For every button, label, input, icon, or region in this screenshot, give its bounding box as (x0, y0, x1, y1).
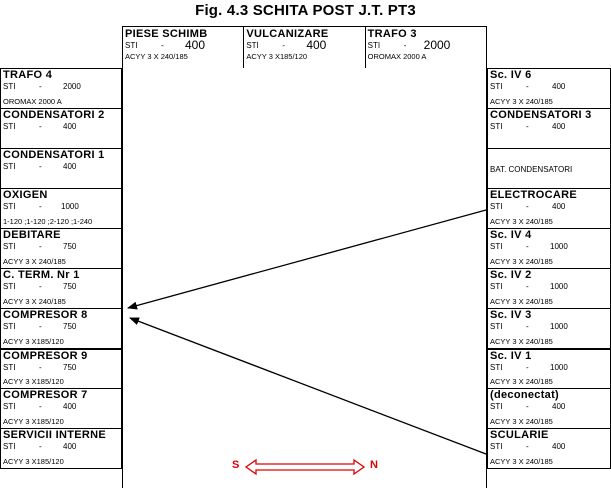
panel-compresor-9: COMPRESOR 9 STI-750 ACYY 3 X185/120 (0, 348, 122, 389)
panel-name: PIESE SCHIMB (125, 28, 208, 40)
panel-name: OXIGEN (3, 189, 48, 201)
panel-sti: STI-1000 (490, 363, 568, 372)
panel-servicii-interne: SERVICII INTERNE STI-400 ACYY 3 X185/120 (0, 428, 122, 469)
panel-sti: STI-400 (3, 122, 77, 131)
panel-name: TRAFO 4 (3, 69, 53, 81)
panel-sti: STI-750 (3, 242, 77, 251)
panel-piese-schimb: PIESE SCHIMB STI-400 ACYY 3 X 240/185 (122, 26, 245, 68)
panel-sc-iv-2: Sc. IV 2 STI-1000 ACYY 3 X 240/185 (487, 268, 611, 309)
top-panel-row: PIESE SCHIMB STI-400 ACYY 3 X 240/185 VU… (122, 26, 487, 68)
panel-cable: ACYY 3 X 240/185 (490, 297, 553, 306)
panel-sti: STI-400 (490, 402, 566, 411)
panel-sti: STI-2000 (367, 38, 451, 52)
panel-debitare: DEBITARE STI-750 ACYY 3 X 240/185 (0, 228, 122, 269)
direction-north-label: N (370, 459, 378, 471)
panel-name: ELECTROCARE (490, 189, 578, 201)
panel-compresor-7: COMPRESOR 7 STI-400 ACYY 3 X185/120 (0, 388, 122, 429)
panel-sc-iv-3: Sc. IV 3 STI-1000 ACYY 3 X 240/185 (487, 308, 611, 349)
panel-cable: ACYY 3 X 240/185 (3, 257, 66, 266)
panel-deconectat: (deconectat) STI-400 ACYY 3 X 240/185 (487, 388, 611, 429)
panel-condensatori-1: CONDENSATORI 1 STI-400 (0, 148, 122, 189)
panel-sti: STI-2000 (3, 82, 81, 91)
left-panel-column: TRAFO 4 STI-2000 OROMAX 2000 A CONDENSAT… (0, 68, 122, 469)
panel-name: DEBITARE (3, 229, 61, 241)
panel-sti: STI-400 (490, 442, 566, 451)
panel-cable: ACYY 3 X 240/185 (125, 52, 188, 61)
panel-cable: ACYY 3 X185/120 (3, 377, 64, 386)
panel-sti: STI-1000 (3, 202, 79, 211)
panel-sti: STI-1000 (490, 322, 568, 331)
panel-cable: 1-120 ;1-120 ;2-120 ;1-240 (3, 217, 93, 226)
panel-sti: STI-750 (3, 322, 77, 331)
panel-sc-iv-4: Sc. IV 4 STI-1000 ACYY 3 X 240/185 (487, 228, 611, 269)
panel-name: Sc. IV 3 (490, 309, 532, 321)
panel-sc-iv-1: Sc. IV 1 STI-1000 ACYY 3 X 240/185 (487, 348, 611, 389)
figure-title: Fig. 4.3 SCHITA POST J.T. PT3 (195, 2, 416, 19)
panel-c-term-nr-1: C. TERM. Nr 1 STI-750 ACYY 3 X 240/185 (0, 268, 122, 309)
right-panel-column: Sc. IV 6 STI-400 ACYY 3 X 240/185 CONDEN… (487, 68, 611, 469)
panel-name: SCULARIE (490, 429, 549, 441)
panel-cable: ACYY 3 X185/120 (3, 337, 64, 346)
panel-name: TRAFO 3 (367, 28, 417, 40)
panel-name: COMPRESOR 9 (3, 350, 88, 362)
center-area (122, 68, 487, 488)
panel-cable: ACYY 3 X 240/185 (3, 297, 66, 306)
panel-name: (deconectat) (490, 389, 559, 401)
panel-cable: ACYY 3 X 240/185 (490, 457, 553, 466)
panel-name: CONDENSATORI 2 (3, 109, 105, 121)
panel-sti: STI-400 (3, 162, 77, 171)
panel-sti: STI-400 (246, 38, 327, 52)
panel-name: SERVICII INTERNE (3, 429, 107, 441)
panel-name: Sc. IV 6 (490, 69, 532, 81)
panel-name: Sc. IV 2 (490, 269, 532, 281)
panel-cable: OROMAX 2000 A (3, 97, 62, 106)
panel-name: Sc. IV 1 (490, 350, 532, 362)
panel-cable: ACYY 3 X185/120 (3, 457, 64, 466)
panel-sc-iv-6: Sc. IV 6 STI-400 ACYY 3 X 240/185 (487, 68, 611, 109)
panel-cable: ACYY 3 X 240/185 (490, 257, 553, 266)
panel-cable: ACYY 3 X 240/185 (490, 97, 553, 106)
panel-name: CONDENSATORI 1 (3, 149, 105, 161)
panel-name: COMPRESOR 8 (3, 309, 88, 321)
panel-cable: ACYY 3 X 240/185 (490, 417, 553, 426)
panel-trafo-3: TRAFO 3 STI-2000 OROMAX 2000 A (364, 26, 487, 68)
panel-condensatori-2: CONDENSATORI 2 STI-400 (0, 108, 122, 149)
panel-cable: ACYY 3 X185/120 (246, 52, 308, 61)
panel-note: BAT. CONDENSATORI (490, 165, 573, 174)
panel-cable: OROMAX 2000 A (367, 52, 427, 61)
panel-sti: STI-400 (490, 202, 566, 211)
panel-name: Sc. IV 4 (490, 229, 532, 241)
panel-sti: STI-400 (125, 38, 206, 52)
panel-electrocare: ELECTROCARE STI-400 ACYY 3 X 240/185 (487, 188, 611, 229)
panel-sti: STI-400 (3, 402, 77, 411)
panel-compresor-8: COMPRESOR 8 STI-750 ACYY 3 X185/120 (0, 308, 122, 349)
panel-scularie: SCULARIE STI-400 ACYY 3 X 240/185 (487, 428, 611, 469)
direction-south-label: S (232, 459, 240, 471)
panel-name: CONDENSATORI 3 (490, 109, 592, 121)
panel-sti: STI-750 (3, 282, 77, 291)
panel-cable: ACYY 3 X 240/185 (490, 217, 553, 226)
panel-bat-condensatori: BAT. CONDENSATORI (487, 148, 611, 189)
panel-trafo-4: TRAFO 4 STI-2000 OROMAX 2000 A (0, 68, 122, 109)
panel-name: VULCANIZARE (246, 28, 329, 40)
panel-sti: STI-400 (490, 122, 566, 131)
panel-sti: STI-1000 (490, 242, 568, 251)
panel-name: C. TERM. Nr 1 (3, 269, 80, 281)
panel-oxigen: OXIGEN STI-1000 1-120 ;1-120 ;2-120 ;1-2… (0, 188, 122, 229)
panel-cable: ACYY 3 X185/120 (3, 417, 64, 426)
panel-sti: STI-1000 (490, 282, 568, 291)
panel-cable: ACYY 3 X 240/185 (490, 337, 553, 346)
panel-name: COMPRESOR 7 (3, 389, 88, 401)
panel-sti: STI-750 (3, 363, 77, 372)
panel-sti: STI-400 (490, 82, 566, 91)
panel-cable: ACYY 3 X 240/185 (490, 377, 553, 386)
panel-sti: STI-400 (3, 442, 77, 451)
panel-vulcanizare: VULCANIZARE STI-400 ACYY 3 X185/120 (243, 26, 366, 68)
panel-condensatori-3: CONDENSATORI 3 STI-400 (487, 108, 611, 149)
